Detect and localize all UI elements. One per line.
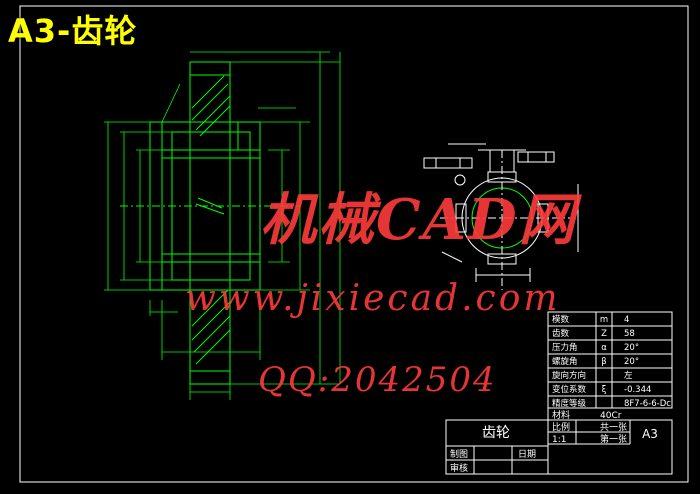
param-name: 螺旋角 bbox=[552, 356, 578, 367]
title-scale-value: 1:1 bbox=[552, 435, 566, 445]
title-format: A3 bbox=[642, 427, 658, 441]
watermark-qq: QQ:2042504 bbox=[258, 360, 497, 400]
param-name: 模数 bbox=[552, 314, 570, 325]
title-block: 齿轮 材料 40Cr 比例 1:1 共一张 第一张 A3 制图 审核 日期 bbox=[445, 407, 673, 475]
hub-end-view bbox=[423, 143, 579, 290]
title-scale-label: 比例 bbox=[552, 421, 570, 433]
param-name: 齿数 bbox=[552, 328, 570, 339]
drawing-border bbox=[19, 5, 689, 483]
param-name: 精度等级 bbox=[552, 398, 587, 409]
title-part-name: 齿轮 bbox=[482, 425, 510, 441]
section-dimension-lines bbox=[104, 51, 341, 400]
param-value: 8F7-6-6-Dc bbox=[624, 399, 671, 409]
param-value: 20° bbox=[624, 357, 639, 367]
param-value: 4 bbox=[624, 315, 629, 325]
param-symbol: m bbox=[600, 315, 608, 325]
param-name: 压力角 bbox=[552, 342, 578, 353]
title-material-label: 材料 bbox=[552, 409, 570, 421]
title-checked-label: 审核 bbox=[450, 462, 468, 474]
param-symbol: α bbox=[601, 343, 607, 353]
param-value: 58 bbox=[624, 329, 635, 339]
title-sheet-no: 第一张 bbox=[600, 433, 627, 445]
title-material-value: 40Cr bbox=[600, 411, 622, 421]
watermark-brand: 机械CAD网 bbox=[260, 187, 577, 253]
param-symbol: Z bbox=[601, 329, 607, 339]
param-symbol: ξ bbox=[602, 385, 607, 395]
param-name: 变位系数 bbox=[552, 384, 587, 395]
param-value: 20° bbox=[624, 343, 639, 353]
param-value: -0.344 bbox=[624, 385, 651, 395]
title-date-label: 日期 bbox=[518, 449, 536, 460]
param-value: 左 bbox=[624, 370, 633, 381]
title-drawn-label: 制图 bbox=[450, 448, 468, 460]
title-sheet-total: 共一张 bbox=[600, 422, 627, 433]
page-title: A3-齿轮 bbox=[8, 12, 138, 50]
param-name: 旋向方向 bbox=[552, 370, 586, 381]
param-symbol: β bbox=[601, 357, 606, 367]
gear-section-view bbox=[120, 61, 300, 385]
watermark-url: www.jixiecad.com bbox=[185, 278, 561, 319]
